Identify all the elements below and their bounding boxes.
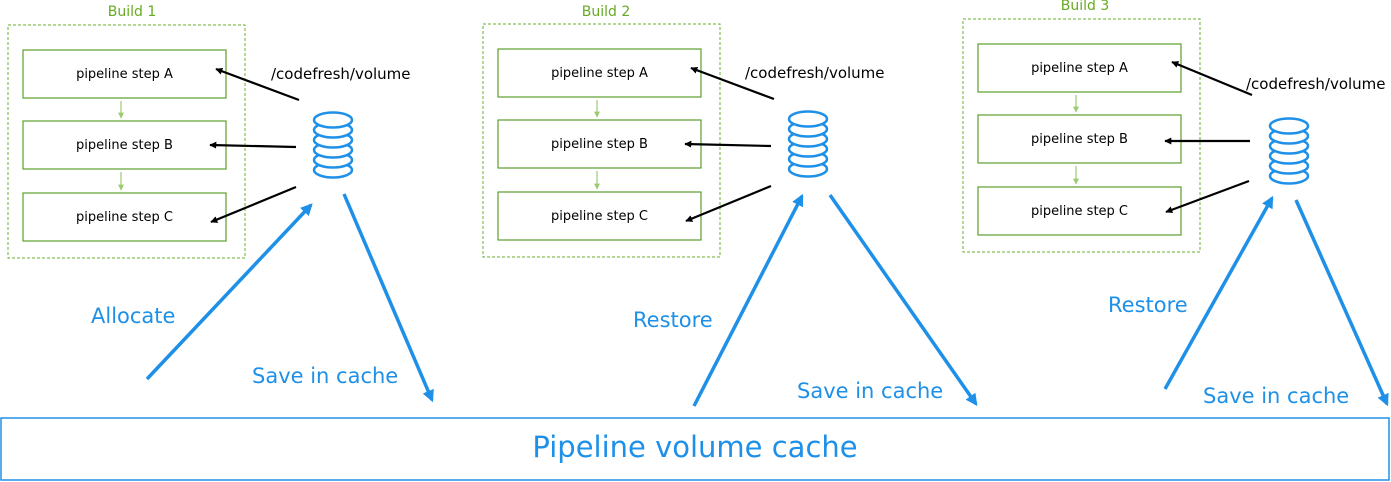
pipeline-step-c-box — [977, 186, 1182, 236]
pipeline-step-c-label: pipeline step C — [1031, 204, 1128, 219]
pipeline-step-b-box — [977, 114, 1182, 164]
pipeline-step-a-label: pipeline step A — [76, 67, 173, 82]
allocate-label: Allocate — [91, 304, 175, 328]
save-in-cache-label: Save in cache — [1203, 384, 1349, 408]
pipeline-step-a-label: pipeline step A — [551, 66, 648, 81]
mount-arrow — [209, 141, 297, 149]
save-in-cache-label: Save in cache — [797, 379, 943, 403]
pipeline-step-b-label: pipeline step B — [76, 138, 173, 153]
database-icon — [312, 111, 354, 179]
mount-arrow — [215, 67, 300, 102]
restore-label: Restore — [1108, 293, 1188, 317]
cache-label: Pipeline volume cache — [532, 430, 857, 464]
volume-path-label: /codefresh/volume — [745, 64, 885, 82]
save-in-cache-arrow — [828, 193, 978, 406]
build-title: Build 3 — [1061, 0, 1110, 14]
pipeline-volume-cache: Pipeline volume cache — [0, 417, 1390, 481]
cache-box — [0, 417, 1390, 481]
mount-arrow — [684, 140, 772, 148]
pipeline-step-b-box — [497, 119, 702, 169]
pipeline-step-c-box — [497, 191, 702, 241]
mount-arrow — [1171, 60, 1253, 97]
pipeline-step-a-box — [977, 43, 1182, 93]
build-1-group: Build 1 pipeline step A pipeline step B … — [7, 4, 434, 403]
pipeline-step-c-label: pipeline step C — [76, 210, 173, 225]
pipeline-step-c-label: pipeline step C — [551, 209, 648, 224]
build-2-group: Build 2 pipeline step A pipeline step B … — [482, 4, 978, 407]
database-icon — [787, 110, 829, 178]
allocate-arrow — [145, 203, 313, 381]
mount-arrow — [690, 66, 775, 101]
pipeline-step-b-label: pipeline step B — [1031, 132, 1128, 147]
restore-label: Restore — [633, 308, 713, 332]
save-in-cache-arrow — [1294, 199, 1389, 407]
pipeline-step-a-label: pipeline step A — [1031, 61, 1128, 76]
pipeline-step-b-box — [22, 120, 227, 170]
mount-arrow — [1165, 179, 1250, 214]
database-icon — [1268, 117, 1310, 185]
restore-arrow — [692, 193, 804, 407]
save-in-cache-arrow — [342, 193, 434, 403]
build-title: Build 1 — [108, 4, 157, 20]
pipeline-step-a-box — [497, 48, 702, 98]
restore-arrow — [1163, 195, 1274, 390]
mount-arrow — [685, 184, 772, 223]
pipeline-step-c-box — [22, 192, 227, 242]
volume-path-label: /codefresh/volume — [271, 65, 411, 83]
volume-path-label: /codefresh/volume — [1246, 75, 1386, 93]
pipeline-step-b-label: pipeline step B — [551, 137, 648, 152]
pipeline-step-a-box — [22, 49, 227, 99]
save-in-cache-label: Save in cache — [252, 364, 398, 388]
mount-arrow — [210, 185, 297, 224]
build-title: Build 2 — [582, 4, 631, 20]
build-3-group: Build 3 pipeline step A pipeline step B … — [962, 0, 1389, 408]
